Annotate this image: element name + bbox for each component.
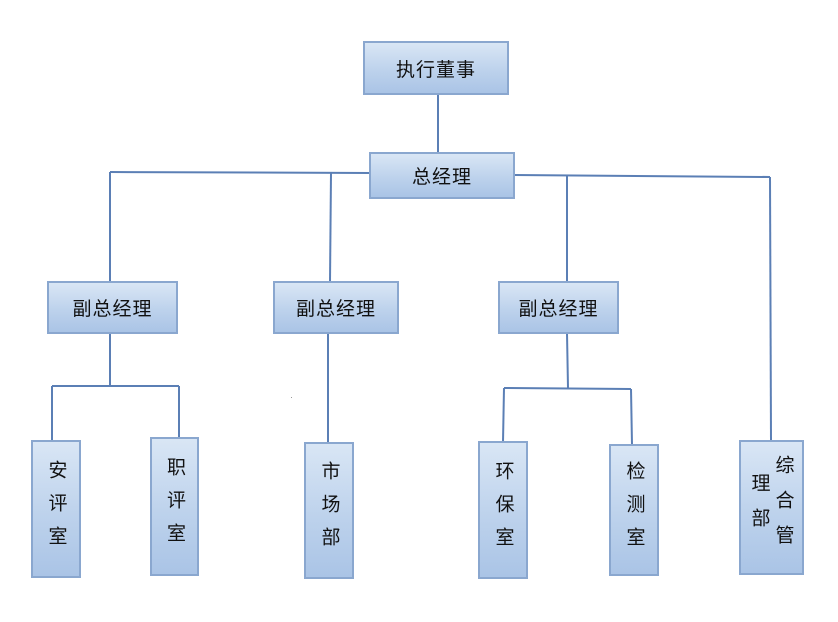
connector-vp3-down <box>566 332 569 389</box>
node-safety-assessment: 安评室 <box>31 440 81 578</box>
node-environmental-office: 环保室 <box>478 441 528 579</box>
node-deputy-gm-2-label: 副总经理 <box>295 298 376 320</box>
connector-to-general <box>769 176 772 442</box>
node-safety-assessment-label: 安评室 <box>45 459 68 559</box>
node-environmental-office-label: 环保室 <box>492 460 515 560</box>
node-executive-director: 执行董事 <box>363 41 509 95</box>
node-deputy-gm-2: 副总经理 <box>273 281 399 334</box>
connector-to-testing <box>630 388 633 446</box>
node-deputy-gm-3: 副总经理 <box>498 281 619 334</box>
node-executive-director-label: 执行董事 <box>395 58 476 81</box>
node-general-manager-label: 总经理 <box>411 166 472 188</box>
node-occupational-assessment: 职评室 <box>150 437 199 576</box>
node-general-manager: 总经理 <box>369 152 515 199</box>
node-deputy-gm-1: 副总经理 <box>47 281 178 334</box>
node-deputy-gm-1-label: 副总经理 <box>72 298 153 320</box>
node-deputy-gm-3-label: 副总经理 <box>518 298 599 320</box>
node-occupational-assessment-label: 职评室 <box>164 457 186 556</box>
connector-to-vp2 <box>329 172 332 283</box>
connector-to-environment <box>502 387 505 443</box>
node-marketing-dept: 市场部 <box>304 442 354 579</box>
node-testing-office-label: 检测室 <box>623 460 646 560</box>
node-general-management-dept: 综合管理部 <box>739 440 804 575</box>
stray-dot <box>291 397 292 398</box>
node-marketing-dept-label: 市场部 <box>318 461 341 560</box>
node-testing-office: 检测室 <box>609 444 659 576</box>
connector-vp3-bar <box>503 387 632 390</box>
connector-gm-right-bar <box>513 174 771 178</box>
node-general-management-dept-label: 综合管理部 <box>748 455 795 560</box>
connector-gm-left-bar <box>109 171 372 174</box>
